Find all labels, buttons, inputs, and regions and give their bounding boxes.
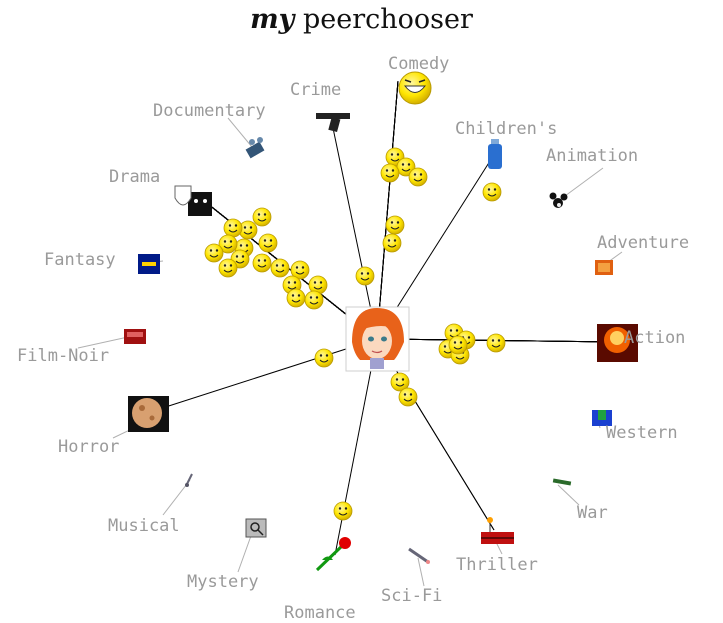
film-noir-icon[interactable]	[124, 329, 146, 344]
genre-label-film-noir[interactable]: Film-Noir	[17, 346, 109, 366]
comedy-icon[interactable]	[398, 71, 432, 105]
genre-label-crime[interactable]: Crime	[290, 80, 341, 100]
genre-label-documentary[interactable]: Documentary	[153, 101, 266, 121]
horror-moon-icon[interactable]	[128, 396, 169, 432]
peer-smiley-node[interactable]	[223, 218, 243, 238]
peer-connector-line	[376, 80, 399, 340]
peer-smiley-node[interactable]	[258, 233, 278, 253]
peer-smiley-node[interactable]	[482, 182, 502, 202]
drama-masks-icon[interactable]	[174, 185, 212, 216]
peer-smiley-node[interactable]	[304, 290, 324, 310]
genre-label-war[interactable]: War	[577, 503, 608, 523]
western-icon[interactable]	[592, 410, 612, 426]
genre-label-adventure[interactable]: Adventure	[597, 233, 689, 253]
genre-label-thriller[interactable]: Thriller	[456, 555, 538, 575]
genre-label-sci-fi[interactable]: Sci-Fi	[381, 586, 442, 606]
genre-label-animation[interactable]: Animation	[546, 146, 638, 166]
genre-label-romance[interactable]: Romance	[284, 603, 356, 623]
mystery-magnifier-icon[interactable]	[245, 518, 267, 538]
war-icon[interactable]	[552, 478, 572, 486]
app-title: my peerchooser	[0, 4, 723, 35]
peer-smiley-node[interactable]	[380, 163, 400, 183]
peer-smiley-node[interactable]	[398, 387, 418, 407]
romance-rose-icon[interactable]	[315, 537, 351, 572]
genre-label-drama[interactable]: Drama	[109, 167, 160, 187]
genre-label-comedy[interactable]: Comedy	[388, 54, 449, 74]
fantasy-icon[interactable]	[138, 254, 160, 274]
peer-smiley-node[interactable]	[408, 167, 428, 187]
genre-label-childrens[interactable]: Children's	[455, 119, 557, 139]
animation-mouse-icon[interactable]	[549, 192, 568, 209]
user-avatar[interactable]	[345, 306, 410, 372]
action-explosion-icon[interactable]	[597, 324, 638, 362]
peer-connector-line	[149, 338, 378, 413]
genre-label-action[interactable]: Action	[624, 328, 685, 348]
genre-label-western[interactable]: Western	[606, 423, 678, 443]
genre-label-horror[interactable]: Horror	[58, 437, 119, 457]
peer-smiley-node[interactable]	[355, 266, 375, 286]
adventure-icon[interactable]	[595, 260, 613, 275]
peer-smiley-node[interactable]	[252, 207, 272, 227]
peer-connector-line	[332, 127, 378, 340]
peer-smiley-node[interactable]	[286, 288, 306, 308]
peer-smiley-node[interactable]	[333, 501, 353, 521]
peer-smiley-node[interactable]	[270, 258, 290, 278]
app-title-text: peerchooser	[302, 4, 473, 35]
peer-smiley-node[interactable]	[448, 335, 468, 355]
peer-smiley-node[interactable]	[218, 258, 238, 278]
documentary-camera-icon[interactable]	[245, 137, 265, 159]
childrens-bottle-icon[interactable]	[488, 139, 502, 169]
peer-smiley-node[interactable]	[382, 233, 402, 253]
genre-label-fantasy[interactable]: Fantasy	[44, 250, 116, 270]
peer-smiley-node[interactable]	[486, 333, 506, 353]
app-title-emphasis: my	[250, 4, 295, 35]
crime-gun-icon[interactable]	[316, 113, 350, 133]
peer-smiley-node[interactable]	[314, 348, 334, 368]
peer-smiley-node[interactable]	[385, 215, 405, 235]
thriller-dynamite-icon[interactable]	[481, 517, 514, 544]
peer-smiley-node[interactable]	[252, 253, 272, 273]
genre-label-musical[interactable]: Musical	[108, 516, 180, 536]
genre-label-mystery[interactable]: Mystery	[187, 572, 259, 592]
sci-fi-ship-icon[interactable]	[408, 547, 430, 564]
peer-smiley-node[interactable]	[204, 243, 224, 263]
musical-icon[interactable]	[185, 473, 193, 487]
